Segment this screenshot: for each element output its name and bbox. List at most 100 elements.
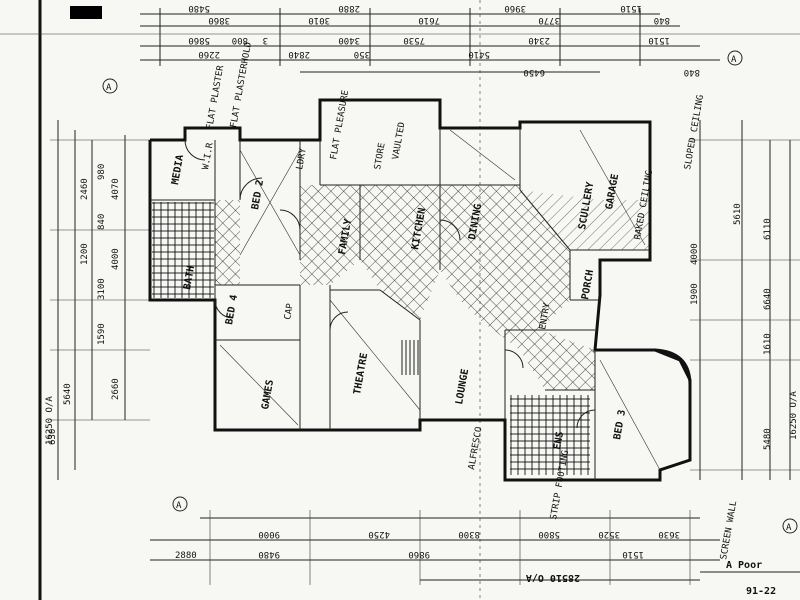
dim-top-3b: 800 [232, 35, 248, 45]
room-label-ens: ENS [552, 431, 566, 451]
room-label-store: STORE [373, 142, 388, 170]
scullery-hatch [520, 190, 650, 250]
dim-left-6: 4070 [111, 178, 121, 200]
dim-bottom-overall: 28510 O/A [526, 572, 580, 583]
grid-marker-d: A [786, 523, 792, 533]
dim-top-4b: 2840 [288, 49, 310, 59]
kitchen-tiles [440, 185, 570, 330]
dim-top-5b: 840 [684, 67, 700, 77]
note-sloped-ceiling: SLOPED CEILING [683, 94, 706, 170]
dim-top-3d: 3400 [338, 35, 360, 45]
dim-top-2d: 3770 [538, 15, 560, 25]
dim-top-2c: 7610 [418, 15, 440, 25]
room-labels: BED 2 BED 4 GAMES GARAGE PORCH THEATRE L… [170, 142, 628, 451]
dim-top-4c: 350 [354, 49, 370, 59]
room-label-laundry: LDRY [295, 147, 309, 171]
corridor-tiles [215, 200, 240, 285]
dim-top-3a: 5860 [188, 35, 210, 45]
dim-top-5a: 6450 [523, 67, 545, 77]
room-label-wir: W.I.R [201, 142, 216, 171]
room-label-lounge: LOUNGE [454, 368, 471, 405]
dim-bottom-2c: 1510 [622, 549, 644, 559]
right-dimension-strings: 16250 O/A 5480 6110 6640 1610 1900 4000 … [690, 120, 800, 480]
dim-bottom-1f: 3630 [658, 529, 680, 539]
dim-top-1b: 2880 [338, 3, 360, 13]
grid-marker-b: A [731, 55, 737, 65]
room-label-bed2: BED 2 [250, 179, 266, 211]
dim-top-1a: 5480 [188, 3, 210, 13]
room-label-media: MEDIA [170, 154, 186, 186]
dim-right-overall: 16250 O/A [789, 391, 799, 440]
dim-top-1d: 1510 [620, 3, 642, 13]
note-cap: CAP [283, 302, 296, 320]
dim-bottom-1d: 5800 [538, 529, 560, 539]
dim-right-6: 4000 [690, 243, 700, 265]
door-swings [184, 139, 596, 429]
dim-top-4a: 2260 [198, 49, 220, 59]
bath-tiles [152, 202, 214, 298]
room-label-games: GAMES [260, 379, 276, 411]
external-walls [148, 98, 692, 482]
dim-top-3g: 1510 [648, 35, 670, 45]
dim-right-3: 6640 [763, 288, 773, 310]
note-alfresco: ALFRESCO [467, 426, 484, 470]
room-label-entry: ENTRY [538, 302, 553, 331]
dim-right-1: 5480 [763, 428, 773, 450]
note-flat-plasterhold: FLAT PLASTERHOLD [229, 41, 254, 128]
grid-marker-c: A [176, 501, 182, 511]
floor-finishes [152, 185, 650, 475]
dim-bottom-2b: 9860 [408, 549, 430, 559]
dim-left-1: 2460 [80, 178, 90, 200]
dim-top-2a: 3860 [208, 15, 230, 25]
dim-right-7: 5610 [733, 203, 743, 225]
dim-left-2: 1200 [80, 243, 90, 265]
ensuite-tiles [510, 395, 590, 475]
dim-top-4d: 5410 [468, 49, 490, 59]
grid-markers: A A A A [102, 50, 798, 534]
dim-bottom-grid-1: 2880 [175, 551, 197, 561]
sheet-number: 91-22 [746, 586, 776, 597]
dim-bottom-1a: 9000 [258, 529, 280, 539]
top-dimension-strings: 5480 2880 3960 1510 3860 3010 7610 3770 … [140, 3, 720, 77]
hall-tiles [300, 185, 360, 285]
note-screen-wall: SCREEN WALL [719, 500, 739, 560]
ceiling-lines [219, 129, 661, 471]
room-label-porch: PORCH [580, 269, 596, 301]
sheet-title: A Poor [726, 560, 762, 571]
title-block: A Poor 91-22 [700, 560, 800, 597]
stair [401, 340, 419, 375]
dim-left-7: 4000 [111, 248, 121, 270]
room-label-bed3: BED 3 [612, 409, 628, 441]
note-vaulted: VAULTED [391, 121, 407, 160]
room-label-bath: BATH [182, 265, 197, 291]
dim-top-1c: 3960 [504, 3, 526, 13]
dim-top-3e: 7530 [403, 35, 425, 45]
diagonal-hall-tiles [460, 300, 595, 390]
dim-right-4: 1610 [763, 333, 773, 355]
grid-marker-a: A [106, 83, 112, 93]
dim-bottom-1c: 8300 [458, 529, 480, 539]
room-label-bed4: BED 4 [224, 294, 240, 326]
dim-left-5: 3100 [97, 278, 107, 300]
dim-right-2: 6110 [763, 218, 773, 240]
dim-bottom-1b: 4250 [368, 529, 390, 539]
dim-top-3c: 3 [263, 35, 268, 45]
dim-top-2e: 840 [654, 15, 670, 25]
dim-bottom-grid-2: 630 [48, 429, 58, 445]
dim-left-9: 2660 [111, 378, 121, 400]
room-label-theatre: THEATRE [352, 352, 370, 395]
dim-left-3: 980 [97, 164, 107, 180]
dim-left-4: 840 [97, 214, 107, 230]
note-flat-plaster: FLAT PLASTER [205, 64, 226, 130]
dim-left-8: 1590 [97, 323, 107, 345]
dim-bottom-2a: 9480 [258, 549, 280, 559]
dim-left-main: 5640 [63, 383, 73, 405]
bottom-dimension-strings: 9000 4250 8300 5800 3520 3630 9480 9860 … [48, 429, 720, 585]
dim-top-3f: 2340 [528, 35, 550, 45]
left-dimension-strings: 16250 O/A 5640 2460 1200 980 840 3100 40… [45, 120, 150, 480]
dim-top-2b: 3010 [308, 15, 330, 25]
entry-tiles [360, 185, 440, 320]
dim-left-overall: 16250 O/A [45, 396, 55, 445]
redaction-block [70, 6, 102, 19]
